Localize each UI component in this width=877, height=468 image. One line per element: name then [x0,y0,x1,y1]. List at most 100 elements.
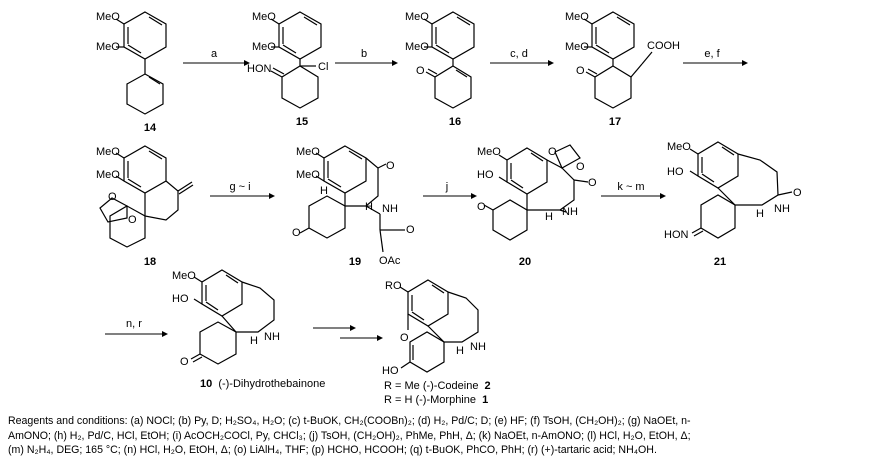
h-label: H [250,335,258,347]
arrow-head [269,193,275,199]
ome-label: MeO [96,169,120,181]
compound-14-structure: MeO MeO [96,11,167,115]
compound-19-label: 19 [349,256,361,268]
arrow-label-j: j [445,181,448,193]
morphine-caption: R = H (-)-Morphine 1 [384,394,488,406]
arrow-label-cd: c, d [510,48,528,60]
ome-label: MeO [96,146,120,158]
compound-15-label: 15 [296,116,308,128]
arrow-label-b: b [361,48,367,60]
compound-17-structure: MeO MeO O COOH [565,11,680,109]
compound-14-label: 14 [144,122,157,134]
cl-label: Cl [318,61,328,73]
oh-label: HO [667,166,684,178]
codeine-morphine-structure: RO O H NH HO [382,279,486,377]
ho-label: HO [382,365,399,377]
nh-label: NH [774,203,790,215]
ome-label: MeO [296,146,320,158]
arrow-head [377,335,383,341]
footnote-line-3: (m) N₂H₄, DEG; 165 °C; (n) HCl, H₂O, EtO… [8,444,657,456]
nh-label: NH [562,206,578,218]
ome-label: MeO [565,11,589,23]
ome-label: MeO [252,11,276,23]
oac-label: OAc [379,255,401,267]
h-label: H [365,201,373,213]
compound-15-structure: MeO MeO HON Cl [247,11,328,109]
h-label: H [320,185,328,197]
hon-label: HON [247,63,272,75]
oxygen-label: O [477,201,486,213]
morphine-name: R = H (-)-Morphine [384,394,476,406]
arrow-label-ef: e, f [704,48,720,60]
compound-21-label: 21 [714,256,726,268]
codeine-caption: R = Me (-)-Codeine 2 [384,380,491,392]
ome-label: MeO [296,169,320,181]
oxygen-label: O [576,65,585,77]
compound-10-caption: 10 (-)-Dihydrothebainone [200,378,325,390]
compound-16-label: 16 [449,116,461,128]
oh-label: HO [477,169,494,181]
arrow-head [244,60,250,66]
oxygen-label: O [400,332,409,344]
arrow-head [742,60,748,66]
ome-label: MeO [667,141,691,153]
ome-label: MeO [172,270,196,282]
oh-label: HO [172,293,189,305]
reagents-footnote: Reagents and conditions: (a) NOCl; (b) P… [8,414,870,458]
compound-10-number: 10 [200,378,212,390]
oxygen-label: O [180,356,189,368]
h-label: H [545,211,553,223]
h-label: H [456,345,464,357]
compound-19-structure: MeO MeO O H H NH O O OAc [292,145,415,267]
morphine-number: 1 [482,394,488,406]
arrow-label-nr: n, r [126,318,142,330]
compound-10-name: (-)-Dihydrothebainone [218,378,325,390]
oxygen-label: O [406,224,415,236]
hon-label: HON [664,229,689,241]
oxygen-label: O [576,161,585,173]
footnote-line-1: Reagents and conditions: (a) NOCl; (b) P… [8,415,691,427]
compound-18-structure: MeO MeO O O [96,145,194,248]
footnote-line-2: AmONO; (h) H₂, Pd/C, HCl, EtOH; (i) AcOC… [8,429,691,442]
arrow-head [471,193,477,199]
arrow-head [162,331,168,337]
compound-20-label: 20 [519,256,531,268]
compound-16-structure: MeO MeO O [405,11,475,109]
cooh-label: COOH [647,40,680,52]
ome-label: MeO [405,11,429,23]
oxygen-label: O [128,214,137,226]
oxygen-label: O [416,65,425,77]
arrow-head [350,325,356,331]
nh-label: NH [382,203,398,215]
arrow-head [660,193,666,199]
oxygen-label: O [548,146,557,158]
ome-label: MeO [477,146,501,158]
compound-17-label: 17 [609,116,621,128]
compound-18-label: 18 [144,256,156,268]
nh-label: NH [264,331,280,343]
compound-10-structure: MeO HO H NH O [172,269,280,368]
oxygen-label: O [108,191,117,203]
arrow-label-gi: g ~ i [229,181,250,193]
compound-21-structure: MeO HO O H NH HON [664,141,802,241]
ome-label: MeO [405,41,429,53]
oxygen-label: O [588,177,597,189]
arrow-label-km: k ~ m [617,181,644,193]
arrow-head [392,60,398,66]
ome-label: MeO [96,11,120,23]
nh-label: NH [470,341,486,353]
h-label: H [756,208,764,220]
codeine-name: R = Me (-)-Codeine [384,380,478,392]
ro-label: RO [385,280,402,292]
oxygen-label: O [793,187,802,199]
oxygen-label: O [292,227,301,239]
ome-label: MeO [252,41,276,53]
compound-20-structure: MeO HO O O O O H NH [477,144,597,241]
arrow-label-a: a [211,48,218,60]
arrow-head [548,60,554,66]
oxygen-label: O [386,160,395,172]
ome-label: MeO [96,41,120,53]
codeine-number: 2 [485,380,491,392]
ome-label: MeO [565,41,589,53]
